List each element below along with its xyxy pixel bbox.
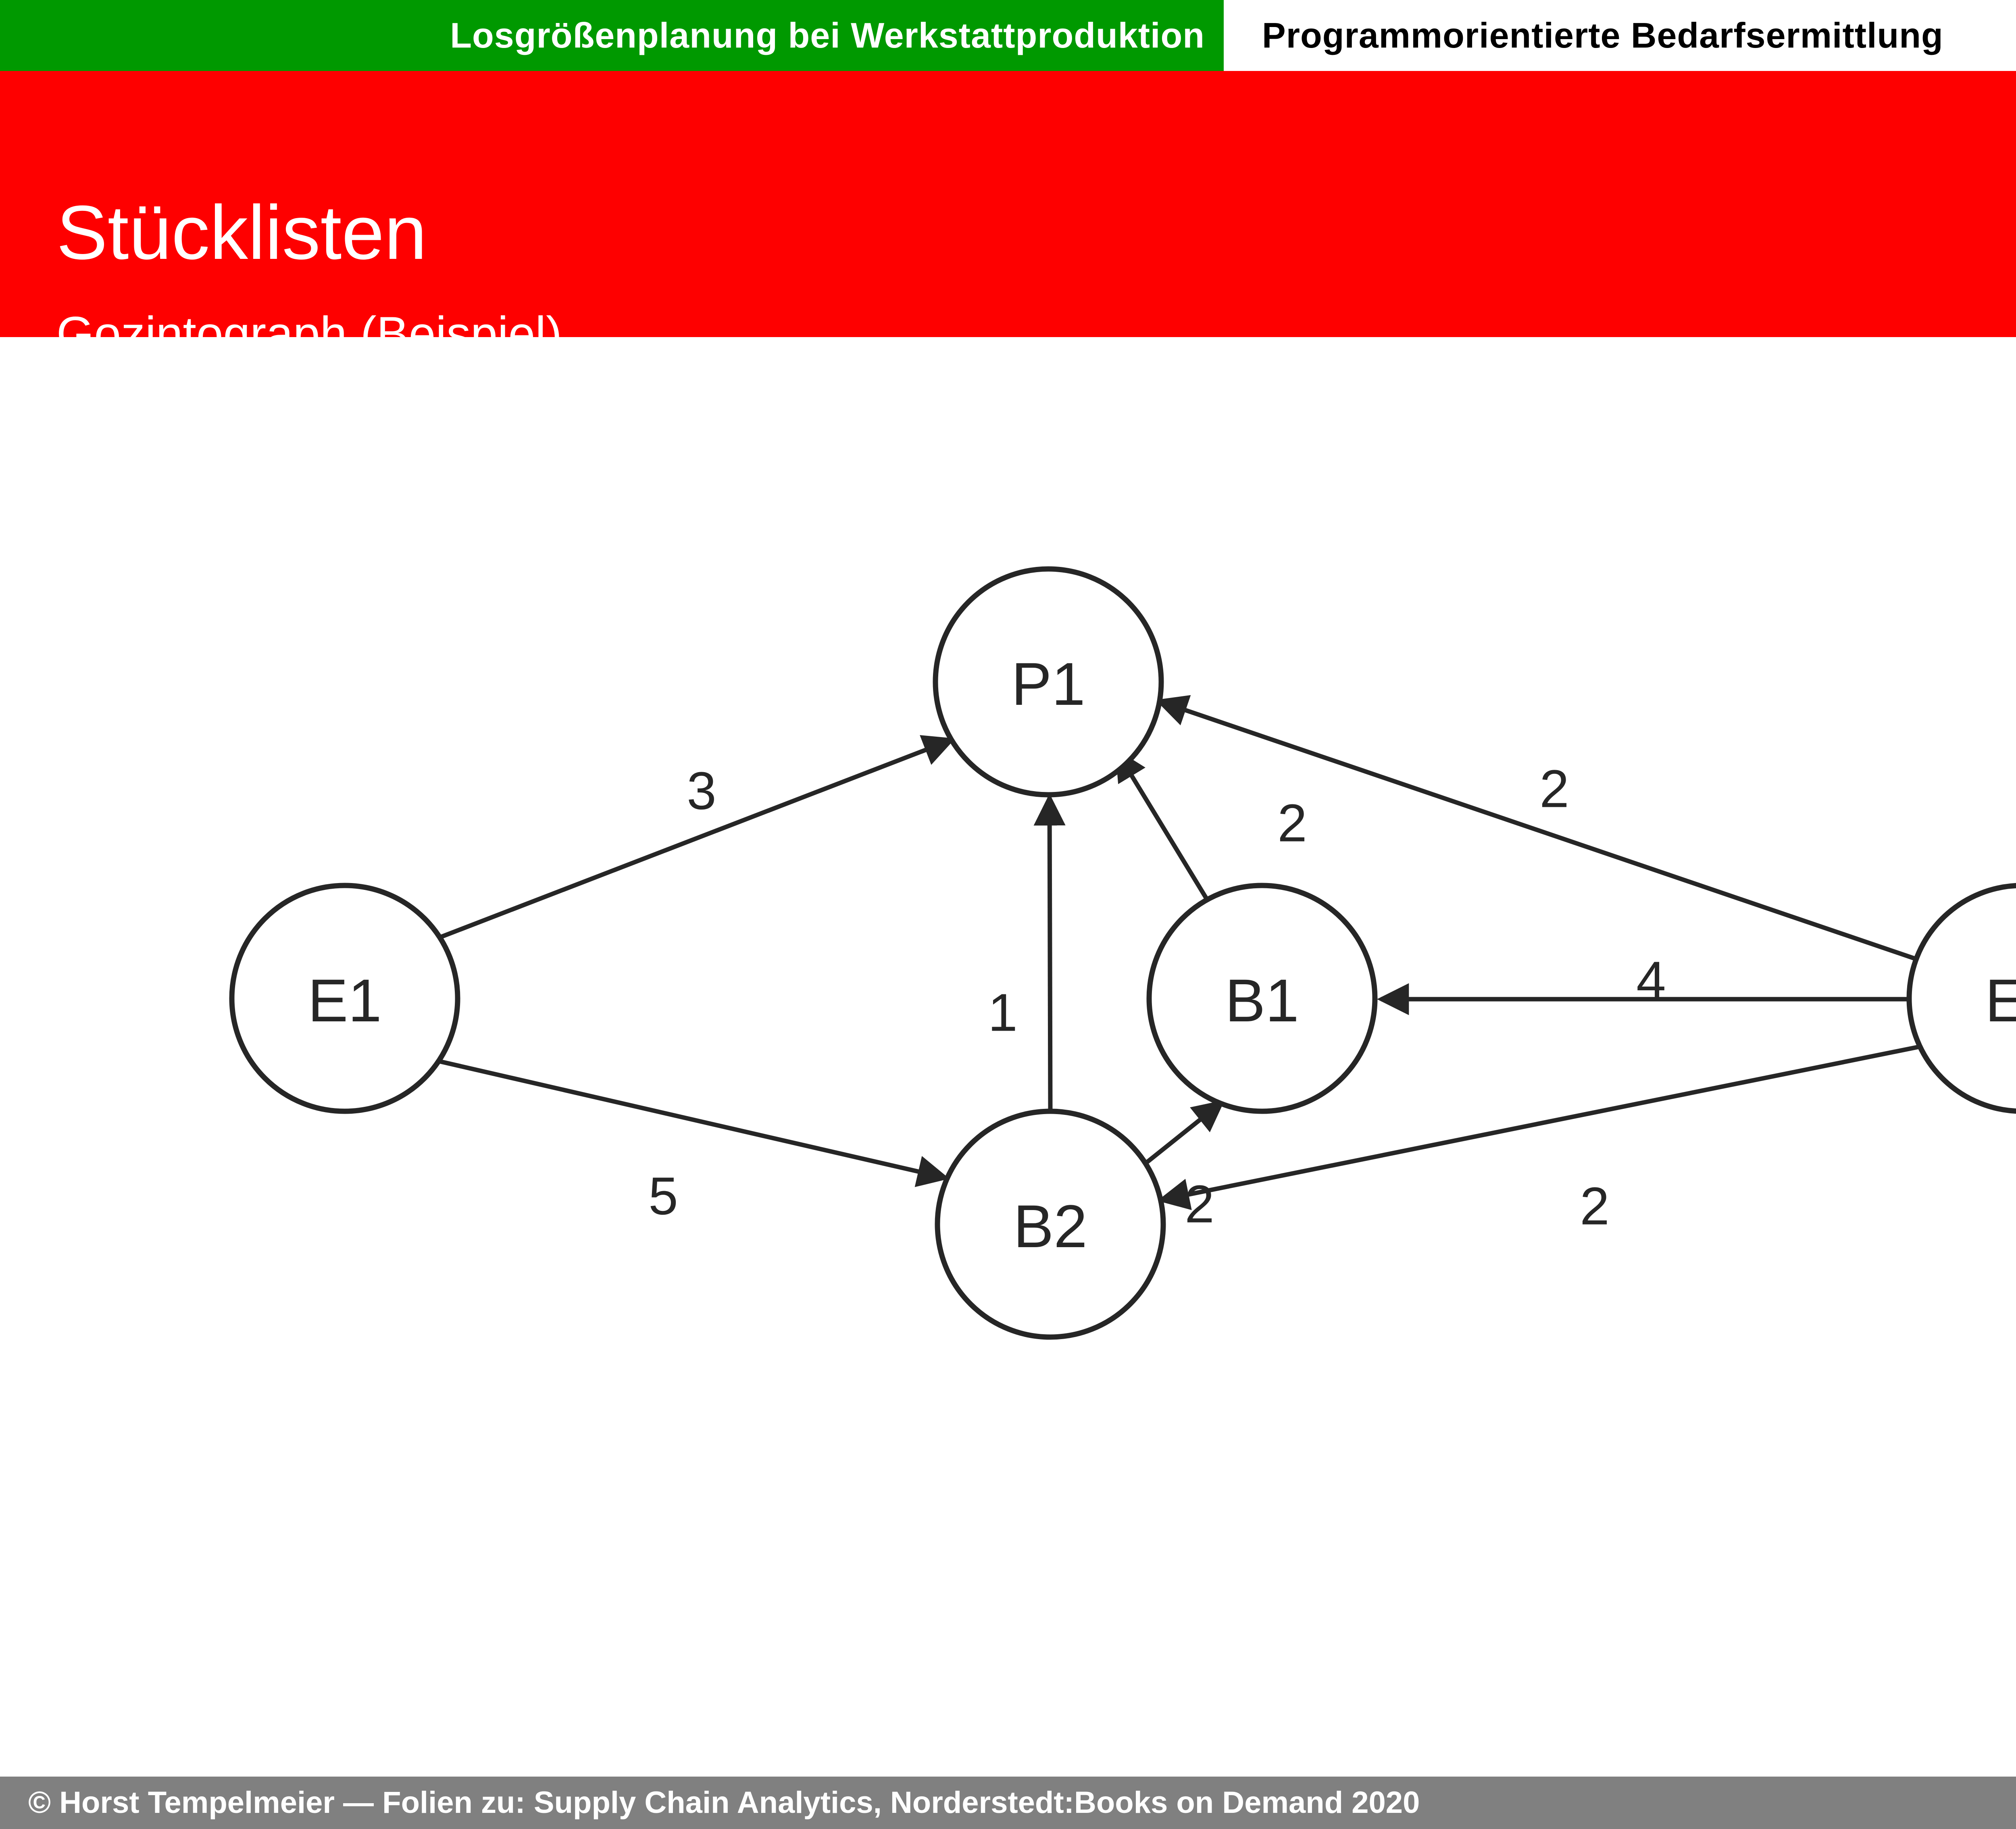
edge-label-e2-p1: 2 (1539, 759, 1569, 819)
header-green-block (0, 0, 1224, 71)
page-title: Stücklisten (56, 190, 427, 275)
node-b2[interactable]: B2 (935, 1108, 1166, 1340)
edge-e2-p1 (1155, 695, 1920, 962)
edge-label-e1-b2: 5 (648, 1167, 678, 1226)
edge-b1-p1 (1115, 748, 1210, 902)
edge-e2-b2 (1157, 1043, 1926, 1210)
node-e1-label: E1 (308, 967, 381, 1034)
node-p1-label: P1 (1011, 650, 1085, 718)
edge-label-e1-p1: 3 (687, 761, 716, 821)
node-b1-circle (1146, 883, 1378, 1114)
edge-label-e2-b1: 4 (1636, 951, 1666, 1010)
footer-bar: © Horst Tempelmeier — Folien zu: Supply … (0, 1777, 2016, 1829)
node-p1-circle (933, 566, 1164, 798)
node-e2[interactable]: E2 (1906, 883, 2016, 1114)
header-tab-left[interactable]: Losgrößenplanung bei Werkstattproduktion (450, 15, 1205, 55)
slide-content: P1 E1 B1 E2 B2 3 5 1 2 2 (0, 337, 2016, 1716)
edge-e1-b2 (437, 1058, 950, 1187)
node-e1-circle (229, 883, 460, 1114)
footer-credit-text: Horst Tempelmeier — Folien zu: Supply Ch… (59, 1785, 1420, 1820)
node-b2-circle (935, 1108, 1166, 1340)
edge-e1-p1 (439, 735, 956, 940)
node-p1[interactable]: P1 (933, 566, 1164, 798)
edge-label-e2-b2: 2 (1580, 1177, 1609, 1236)
title-band: Stücklisten Gozintograph (Beispiel) (0, 71, 2016, 358)
gozintograph-diagram: P1 E1 B1 E2 B2 3 5 1 2 2 (229, 566, 2016, 1340)
header-bar: Losgrößenplanung bei Werkstattproduktion… (0, 0, 2016, 71)
node-b2-label: B2 (1013, 1192, 1087, 1260)
edge-label-b1-p1: 2 (1277, 794, 1307, 853)
node-e2-label: E2 (1985, 967, 2016, 1034)
footer-credit: © Horst Tempelmeier — Folien zu: Supply … (28, 1777, 1420, 1829)
node-e2-circle (1906, 883, 2016, 1114)
edge-label-b2-p1: 1 (988, 983, 1017, 1042)
copyright-icon: © (28, 1785, 51, 1820)
node-b1[interactable]: B1 (1146, 883, 1378, 1114)
node-b1-label: B1 (1225, 967, 1299, 1034)
node-e1[interactable]: E1 (229, 883, 460, 1114)
header-tab-right[interactable]: Programmorientierte Bedarfsermittlung (1262, 15, 1943, 55)
edge-label-b2-b1: 2 (1185, 1175, 1214, 1234)
